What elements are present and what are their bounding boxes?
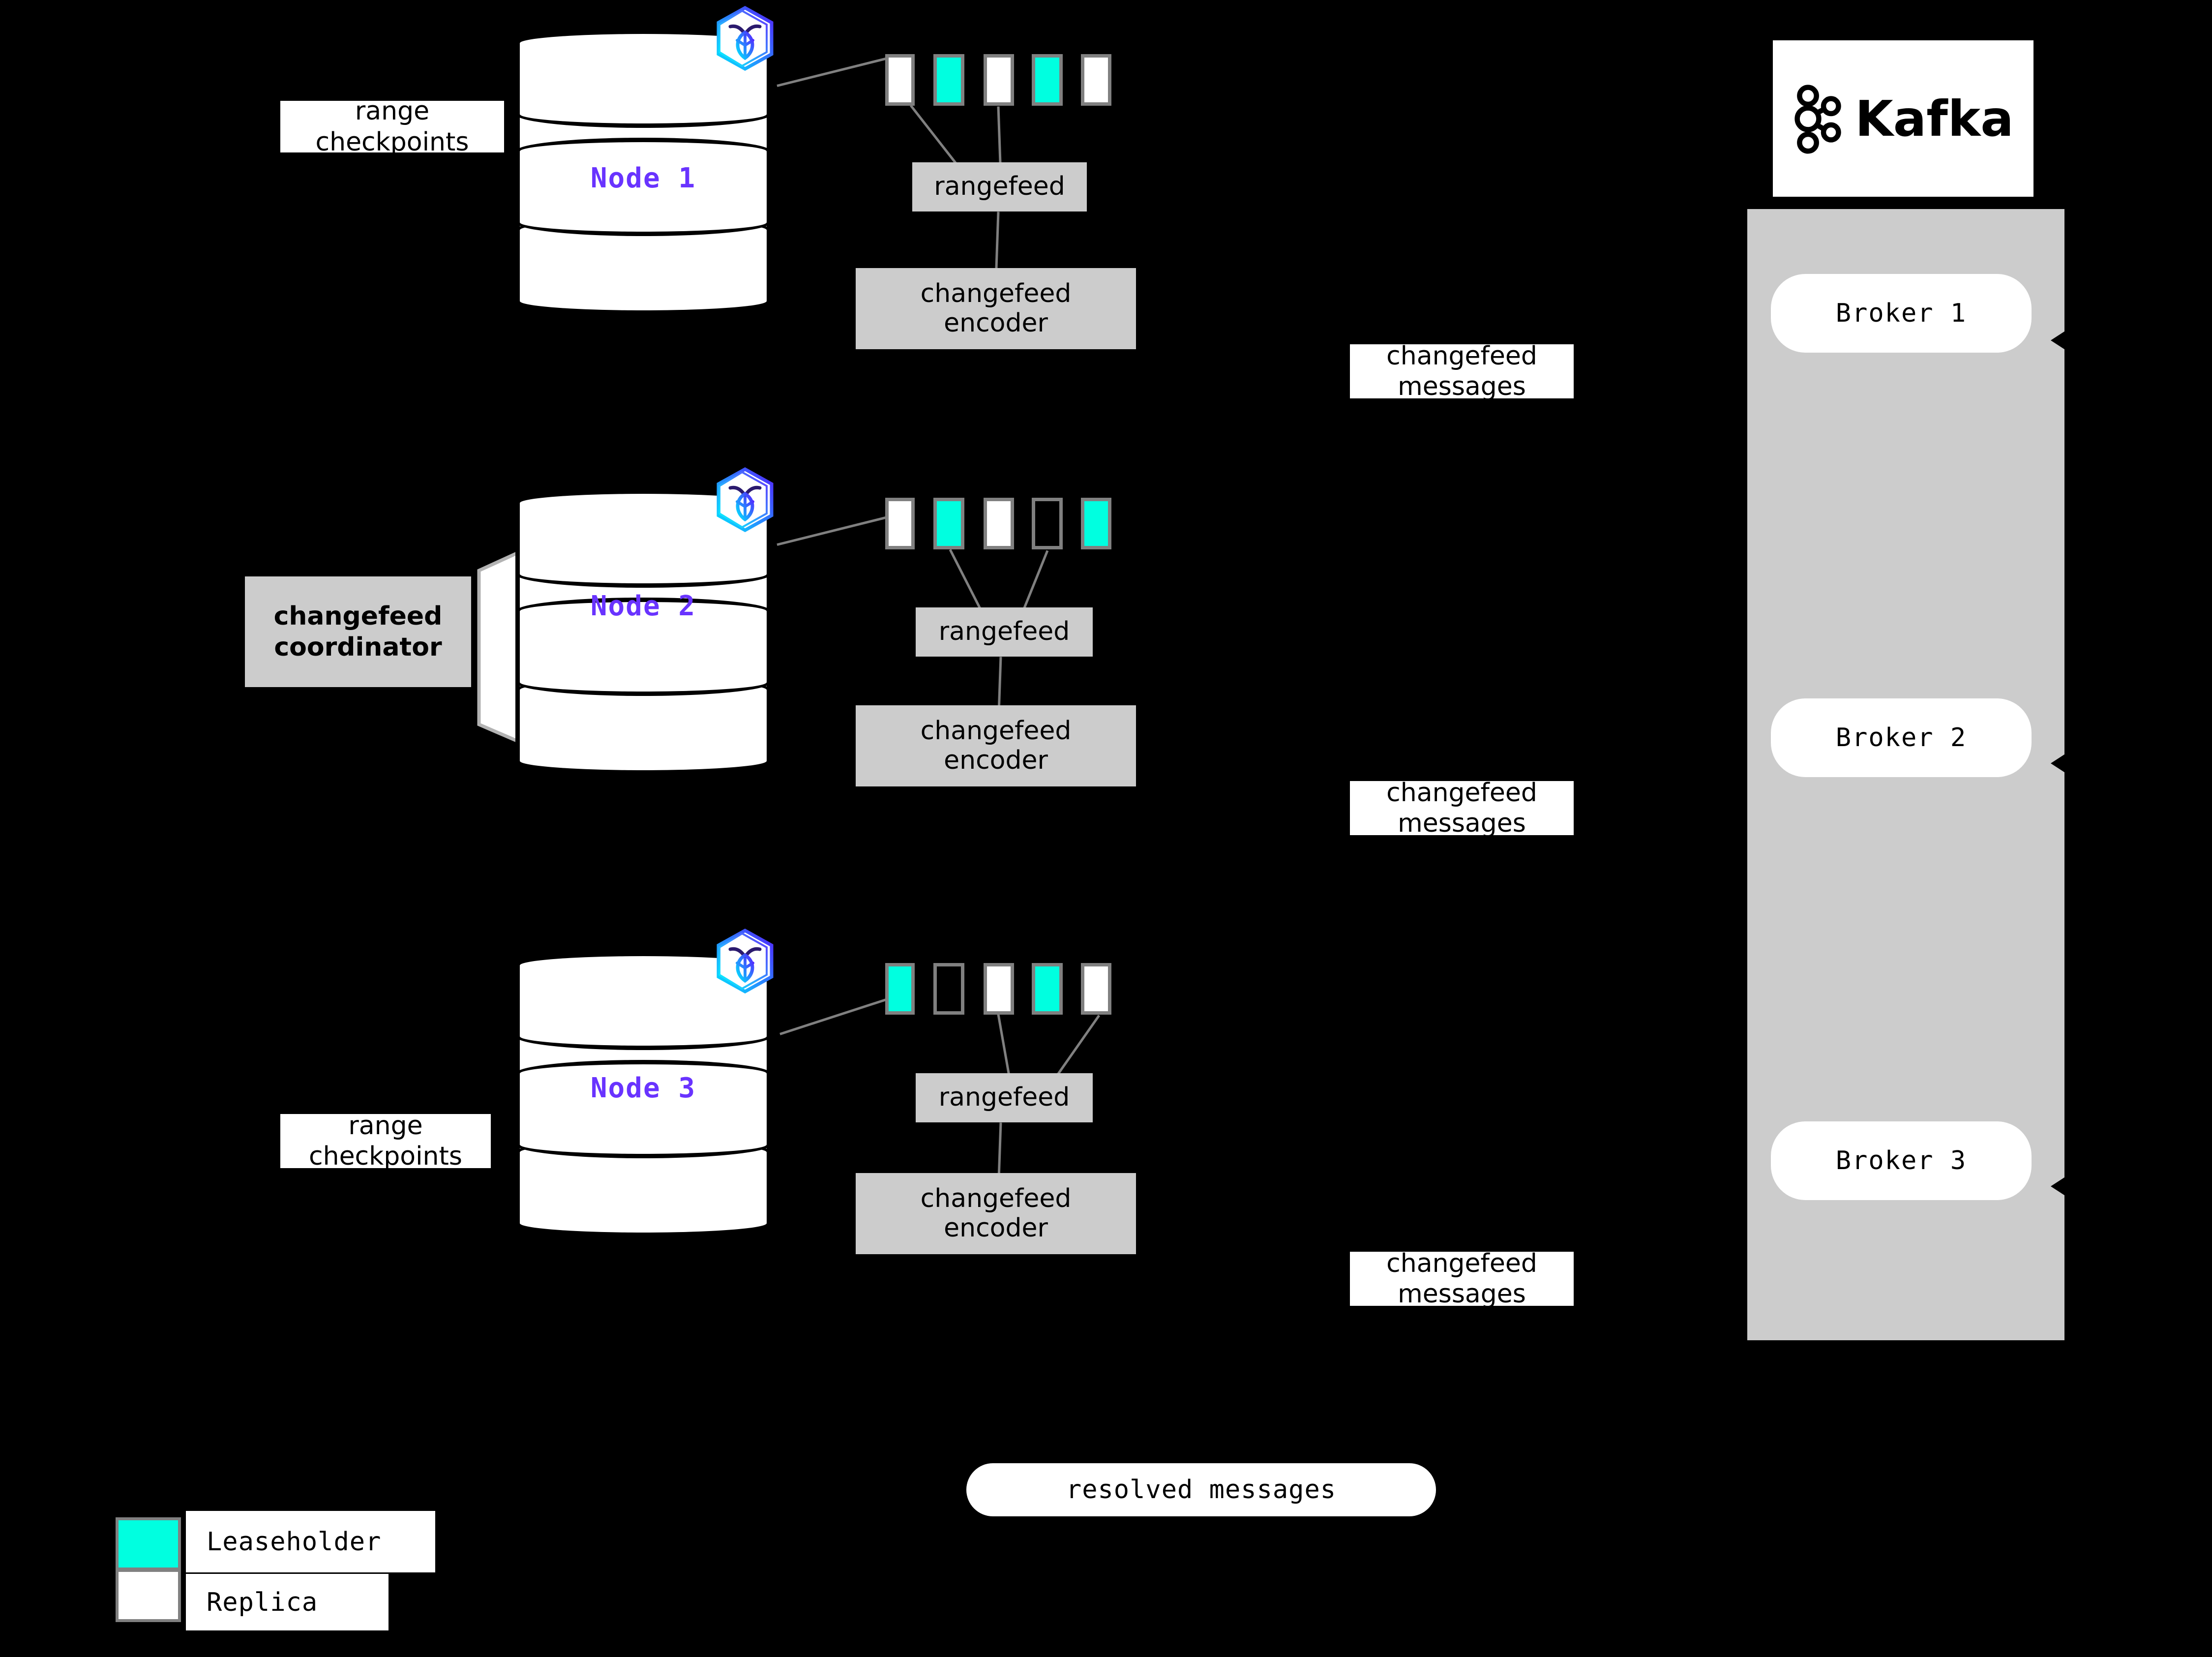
node3-range-checkpoints-line1: range	[348, 1111, 423, 1141]
node1-label: Node 1	[590, 162, 696, 194]
coordinator-line1: changefeed	[273, 602, 443, 632]
node2-range-box-2[interactable]	[933, 498, 964, 549]
kafka-broker-panel: Broker 1 Broker 2 Broker 3	[1747, 209, 2064, 1340]
node1-range-box-2[interactable]	[933, 54, 964, 106]
node2-label: Node 2	[590, 590, 696, 622]
node1-encoder-line2: encoder	[944, 308, 1048, 338]
node2-cylinder: Node 2	[515, 489, 771, 784]
resolved-messages-pill[interactable]: resolved messages	[966, 1463, 1436, 1516]
cockroachdb-hex-icon	[716, 467, 775, 533]
node3-changefeed-encoder-box[interactable]: changefeed encoder	[856, 1173, 1136, 1254]
legend-swatch-leaseholder	[116, 1517, 181, 1570]
node1-range-checkpoints-line2: checkpoints	[315, 127, 469, 157]
kafka-logo: Kafka	[1773, 40, 2033, 197]
node1-range-box-5[interactable]	[1081, 54, 1111, 106]
coordinator-line2: coordinator	[274, 632, 442, 662]
node1-range-box-4[interactable]	[1032, 54, 1063, 106]
node1-range-box-3[interactable]	[984, 54, 1014, 106]
node2-encoder-line1: changefeed	[920, 716, 1072, 746]
node3-range-box-5[interactable]	[1081, 963, 1111, 1015]
node1-changefeed-encoder-box[interactable]: changefeed encoder	[856, 268, 1136, 349]
kafka-arrow-3-icon	[2051, 1175, 2067, 1197]
node3-range-checkpoints-line2: checkpoints	[309, 1142, 462, 1171]
node2-range-box-4[interactable]	[1032, 498, 1063, 549]
legend-label-replica: Replica	[186, 1574, 389, 1630]
node2-changefeed-encoder-box[interactable]: changefeed encoder	[856, 705, 1136, 786]
changefeed-messages-label-2: changefeed messages	[1350, 778, 1574, 838]
node2-disc-2	[515, 598, 771, 696]
kafka-wordmark: Kafka	[1855, 90, 2014, 148]
node3-connector-cylinder-to-ranges	[779, 994, 897, 1035]
legend-label-leaseholder: Leaseholder	[186, 1511, 435, 1572]
legend-swatch-replica	[116, 1569, 181, 1622]
node1-connector-cylinder-to-ranges	[777, 55, 895, 87]
cockroachdb-hex-icon	[716, 928, 775, 994]
changefeed-messages-label-1: changefeed messages	[1350, 341, 1574, 401]
node3-range-box-3[interactable]	[984, 963, 1014, 1015]
node3-range-box-4[interactable]	[1032, 963, 1063, 1015]
changefeed-messages-1-line2: messages	[1398, 372, 1526, 401]
node2-range-box-5[interactable]	[1081, 498, 1111, 549]
changefeed-messages-3-line1: changefeed	[1386, 1248, 1537, 1278]
node3-range-box-1[interactable]	[885, 963, 915, 1015]
node1-range-checkpoints-label: range checkpoints	[280, 96, 504, 157]
changefeed-messages-1-line1: changefeed	[1386, 341, 1537, 371]
node1-range-box-1[interactable]	[885, 54, 915, 106]
kafka-broker-2[interactable]: Broker 2	[1771, 698, 2032, 777]
changefeed-messages-label-3: changefeed messages	[1350, 1249, 1574, 1309]
node2-rangefeed-box[interactable]: rangefeed	[916, 607, 1093, 657]
kafka-broker-1[interactable]: Broker 1	[1771, 274, 2032, 353]
node3-label: Node 3	[590, 1072, 696, 1104]
node1-encoder-line1: changefeed	[920, 278, 1072, 308]
node1-range-checkpoints-line1: range	[355, 96, 430, 126]
node3-range-box-2[interactable]	[933, 963, 964, 1015]
node2-disc-3	[515, 676, 771, 775]
node3-rangefeed-box[interactable]: rangefeed	[916, 1073, 1093, 1122]
node2-range-box-3[interactable]	[984, 498, 1014, 549]
node3-encoder-line2: encoder	[944, 1213, 1048, 1243]
kafka-arrow-2-icon	[2051, 753, 2067, 774]
changefeed-messages-2-line2: messages	[1398, 809, 1526, 838]
kafka-arrow-1-icon	[2051, 330, 2067, 351]
node3-range-checkpoints-label: range checkpoints	[280, 1111, 491, 1171]
node2-encoder-line2: encoder	[944, 745, 1048, 775]
kafka-nodes-icon	[1793, 84, 1844, 154]
node1-disc-2	[515, 138, 771, 236]
node3-disc-2	[515, 1060, 771, 1158]
kafka-broker-3[interactable]: Broker 3	[1771, 1121, 2032, 1200]
node2-connector-cylinder-to-ranges	[777, 514, 895, 546]
node1-cylinder: Node 1	[515, 30, 771, 325]
node3-cylinder: Node 3	[515, 952, 771, 1247]
node3-encoder-line1: changefeed	[920, 1183, 1072, 1213]
changefeed-messages-2-line1: changefeed	[1386, 778, 1537, 808]
cockroachdb-hex-icon	[716, 5, 775, 71]
changefeed-coordinator-box[interactable]: changefeed coordinator	[245, 576, 471, 687]
node1-rangefeed-box[interactable]: rangefeed	[912, 162, 1087, 211]
changefeed-messages-3-line2: messages	[1398, 1279, 1526, 1309]
node2-range-box-1[interactable]	[885, 498, 915, 549]
